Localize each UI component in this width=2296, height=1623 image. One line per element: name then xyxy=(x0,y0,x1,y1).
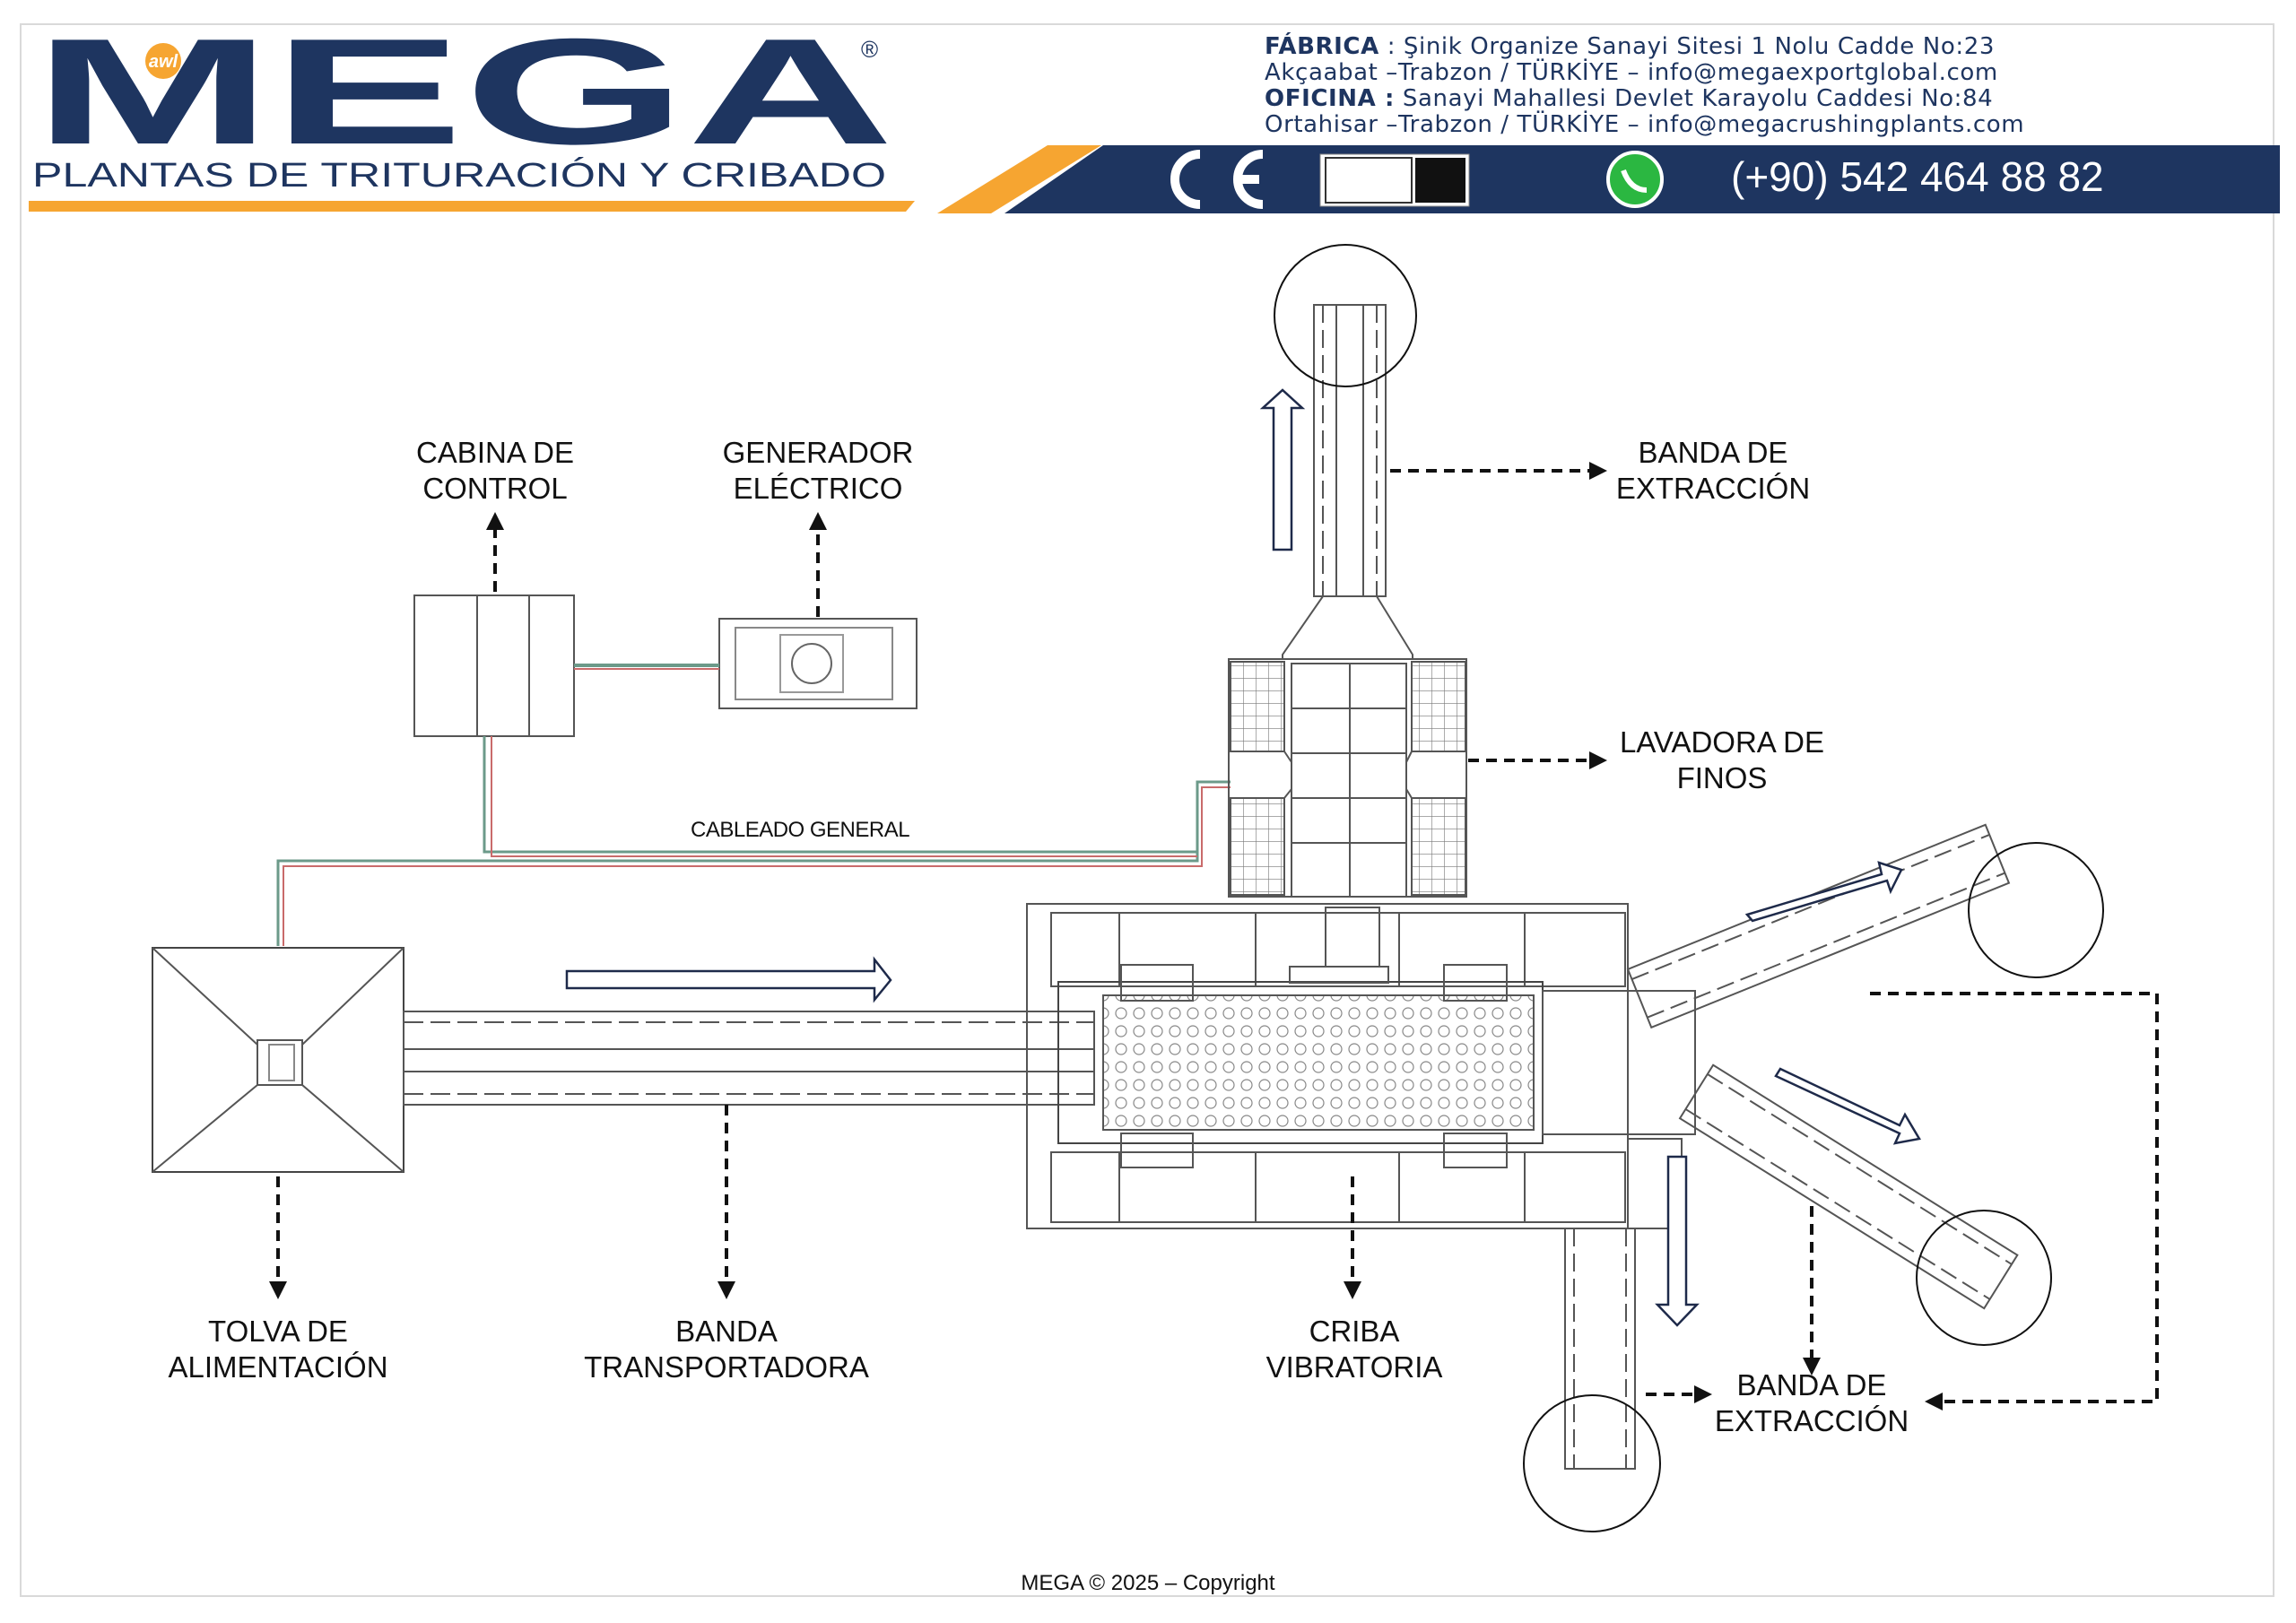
label-criba: CRIBA VIBRATORIA xyxy=(1238,1314,1471,1385)
flow-arrow-down-icon xyxy=(1655,1155,1700,1327)
label-generador-l2: ELÉCTRICO xyxy=(733,472,903,505)
addr-line-1: Akçaabat –Trabzon / TÜRKİYE – info@megae… xyxy=(1265,59,1998,86)
label-tolva-l1: TOLVA DE xyxy=(208,1315,348,1348)
label-bet-l1: BANDA DE xyxy=(1638,436,1788,469)
brand-logo: MEGA awl ® PLANTAS DE TRITURACIÓN Y CRIB… xyxy=(29,7,926,215)
electric-generator xyxy=(718,618,918,709)
label-cableado: CABLEADO GENERAL xyxy=(691,818,910,842)
addr-key-0: FÁBRICA xyxy=(1265,33,1379,60)
label-cabina: CABINA DE CONTROL xyxy=(392,435,598,507)
label-criba-l2: VIBRATORIA xyxy=(1265,1350,1443,1384)
label-beb-l1: BANDA DE xyxy=(1736,1368,1887,1402)
flow-arrow-up-icon xyxy=(1259,388,1306,551)
label-generador-l1: GENERADOR xyxy=(722,436,914,469)
copyright: MEGA © 2025 – Copyright xyxy=(1021,1571,1275,1595)
iso-cert-icon xyxy=(1319,153,1470,207)
logo-badge: awl xyxy=(149,52,178,72)
label-beb-l2: EXTRACCIÓN xyxy=(1714,1404,1909,1437)
label-lavadora-l1: LAVADORA DE xyxy=(1619,725,1825,759)
flow-arrow-right-icon xyxy=(565,956,892,1003)
label-bt-l2: TRANSPORTADORA xyxy=(584,1350,869,1384)
label-banda-extraccion-bottom: BANDA DE EXTRACCIÓN xyxy=(1695,1367,1928,1439)
label-tolva: TOLVA DE ALIMENTACIÓN xyxy=(161,1314,395,1385)
right-lower-conveyor xyxy=(1678,1063,2019,1310)
label-generador: GENERADOR ELÉCTRICO xyxy=(701,435,935,507)
svg-text:®: ® xyxy=(861,36,878,63)
tagline: PLANTAS DE TRITURACIÓN Y CRIBADO xyxy=(32,156,886,195)
transport-conveyor xyxy=(403,1011,1095,1106)
addr-line-0: : Şinik Organize Sanayi Sitesi 1 Nolu Ca… xyxy=(1378,33,1995,60)
flow-arrow-diag-up-icon xyxy=(1744,861,1903,923)
addr-line-2: Sanayi Mahallesi Devlet Karayolu Caddesi… xyxy=(1395,85,1994,112)
bottom-discharge-conveyor xyxy=(1523,1138,1683,1532)
label-tolva-l2: ALIMENTACIÓN xyxy=(168,1350,388,1384)
label-cabina-l2: CONTROL xyxy=(422,472,568,505)
page-frame xyxy=(20,23,2274,1597)
feed-hopper xyxy=(152,947,404,1173)
leader-lines xyxy=(269,462,2159,1410)
addr-line-3: Ortahisar –Trabzon / TÜRKİYE – info@mega… xyxy=(1265,111,2025,138)
phone-number: (+90) 542 464 88 82 xyxy=(1731,153,2104,200)
logo-wordmark: MEGA xyxy=(33,27,894,176)
label-criba-l1: CRIBA xyxy=(1309,1315,1400,1348)
whatsapp-icon xyxy=(1606,151,1664,208)
vibrating-screen xyxy=(1026,903,1696,1229)
flow-arrows xyxy=(565,388,1921,1327)
right-upper-conveyor xyxy=(1626,823,2011,1029)
fines-washer xyxy=(1228,595,1467,898)
label-lavadora-l2: FINOS xyxy=(1676,761,1768,794)
label-banda-extraccion-top: BANDA DE EXTRACCIÓN xyxy=(1596,435,1830,507)
company-address: FÁBRICA : Şinik Organize Sanayi Sitesi 1… xyxy=(1265,34,2278,138)
label-lavadora: LAVADORA DE FINOS xyxy=(1605,725,1839,796)
addr-key-2: OFICINA : xyxy=(1265,85,1396,112)
general-cabling xyxy=(276,736,1231,946)
control-cabinet xyxy=(413,595,575,737)
label-banda-transportadora: BANDA TRANSPORTADORA xyxy=(574,1314,879,1385)
top-discharge-conveyor xyxy=(1274,244,1417,597)
label-bet-l2: EXTRACCIÓN xyxy=(1615,472,1811,505)
ce-mark-icon xyxy=(1170,150,1264,209)
label-cabina-l1: CABINA DE xyxy=(415,436,575,469)
flow-arrow-diag-down-icon xyxy=(1774,1067,1921,1145)
label-bt-l1: BANDA xyxy=(675,1315,778,1348)
